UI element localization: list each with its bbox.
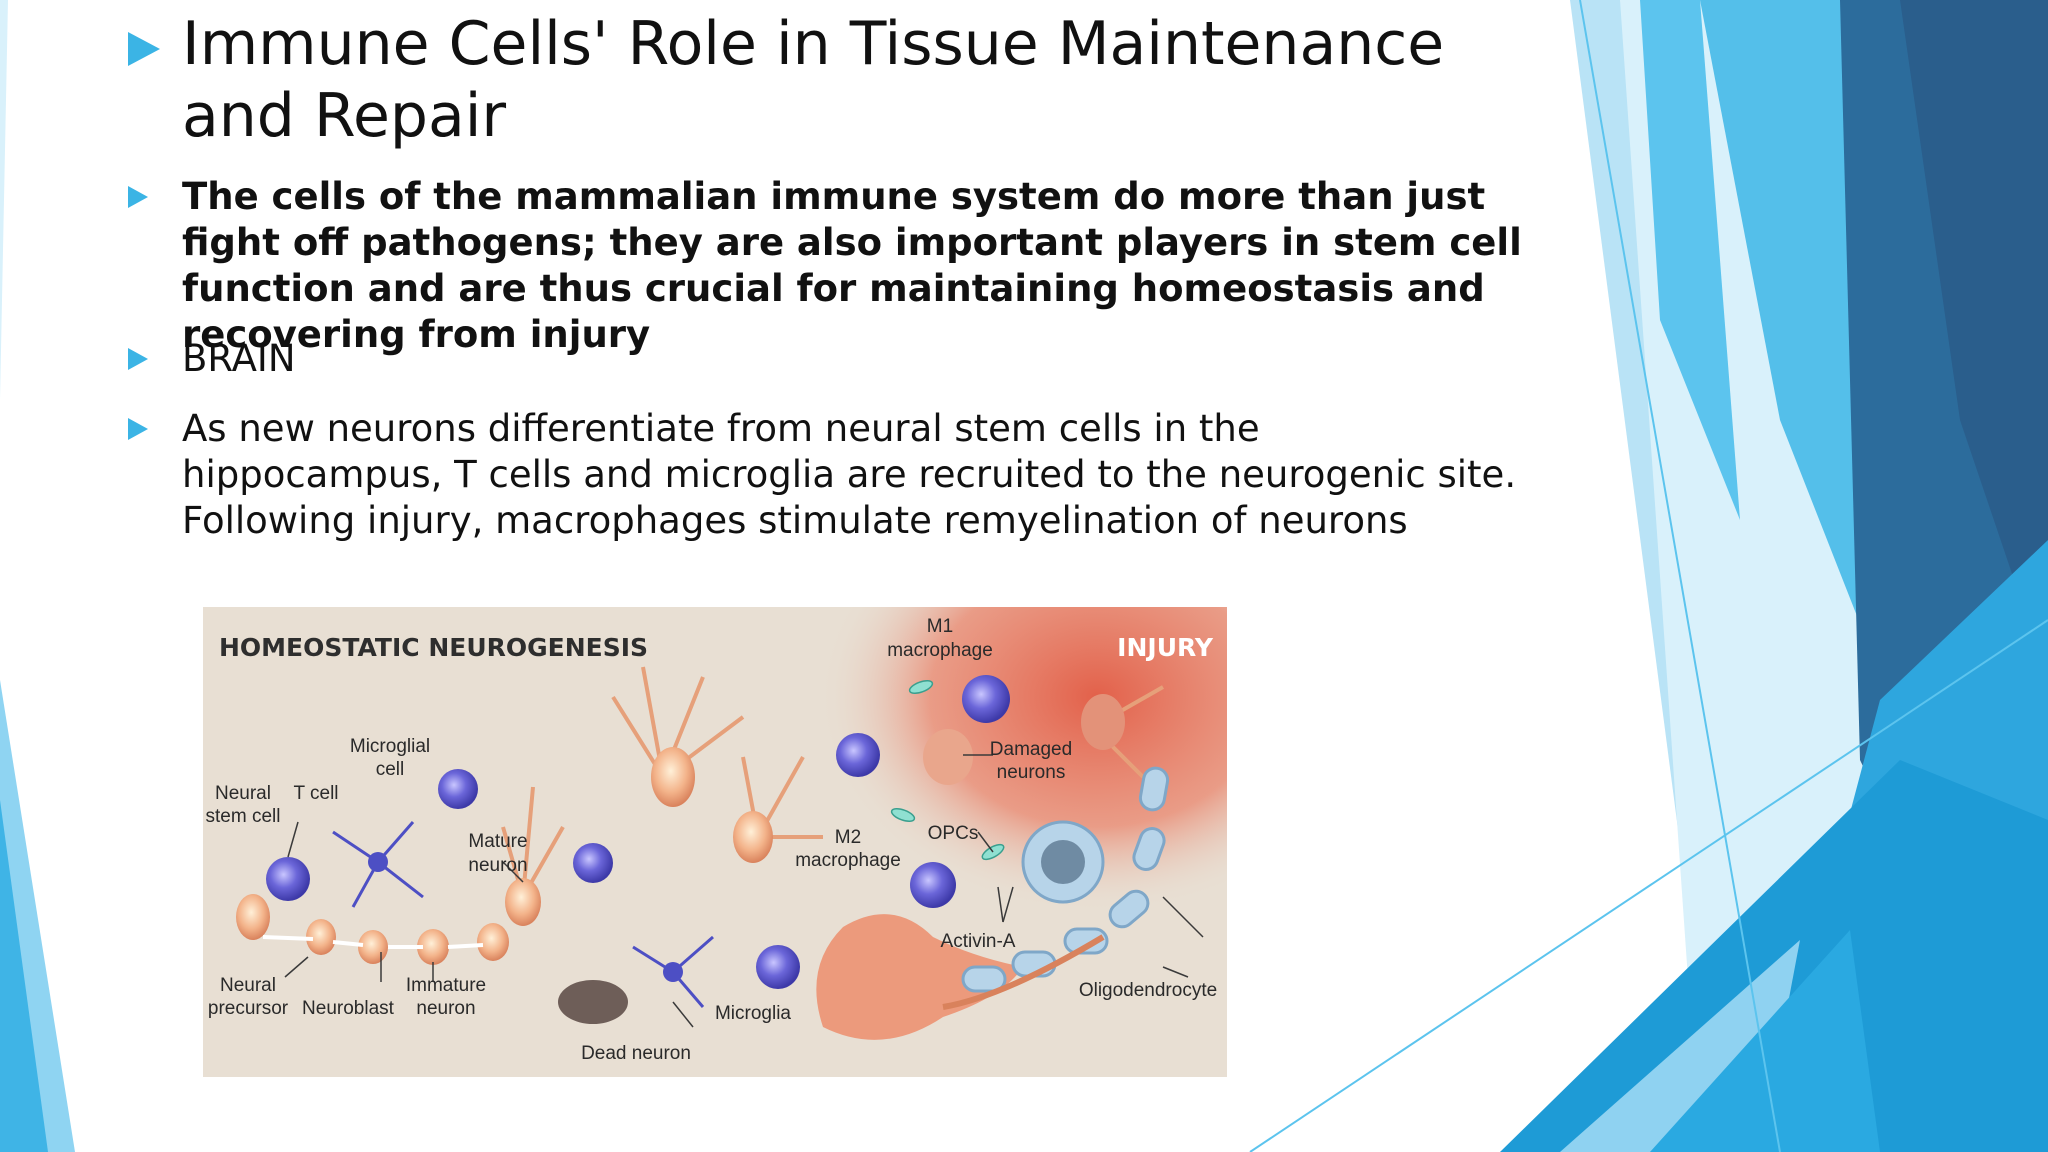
bullet-icon	[128, 186, 148, 208]
bullet-icon	[128, 418, 148, 440]
bullet-text-brain: BRAIN	[182, 337, 296, 380]
label-microglial-cell: cell	[376, 759, 405, 780]
dead-neuron-cell	[558, 980, 628, 1024]
label-m1-macrophage: macrophage	[887, 640, 993, 661]
label-neural-stem-cell: stem cell	[206, 806, 281, 827]
immune-cells	[266, 675, 1010, 989]
label-m2: M2	[835, 827, 861, 848]
label-oligodendrocyte: Oligodendrocyte	[1079, 980, 1217, 1001]
axon	[942, 934, 1105, 1010]
label-immature: Immature	[406, 975, 486, 996]
label-leaders	[284, 754, 1204, 1028]
label-damaged: Damaged	[990, 739, 1072, 760]
label-neural-precursor: Neural	[220, 975, 276, 996]
myelin-sheath	[961, 766, 1170, 993]
label-m2-macrophage: macrophage	[795, 850, 901, 871]
bullet-text-intro: The cells of the mammalian immune system…	[182, 175, 1522, 356]
label-neural-stem: Neural	[215, 783, 271, 804]
label-immature-neuron: neuron	[416, 998, 475, 1019]
figure-header-injury: INJURY	[1117, 633, 1214, 662]
label-opcs: OPCs	[928, 823, 979, 844]
label-microglia: Microglia	[715, 1003, 791, 1024]
label-microglial: Microglial	[350, 736, 430, 757]
label-neural-precursor-2: precursor	[208, 998, 289, 1019]
label-dead-neuron: Dead neuron	[581, 1043, 691, 1064]
microglial-cell-body	[368, 852, 388, 872]
label-mature: Mature	[468, 831, 527, 852]
m2-macrophage-cell	[816, 914, 1023, 1040]
title-bullet-icon	[128, 32, 160, 66]
opc-cells	[890, 680, 1005, 861]
mature-neuron-cell	[651, 747, 695, 807]
damaged-neuron-cell	[923, 729, 973, 785]
neurogenesis-figure: HOMEOSTATIC NEUROGENESIS INJURY M1 macro…	[203, 607, 1227, 1077]
slide-title: Immune Cells' Role in Tissue Maintenance…	[182, 9, 1445, 151]
neurogenesis-lineage	[236, 878, 541, 965]
bullet-icon	[128, 348, 148, 370]
label-m1: M1	[927, 616, 953, 637]
microglia-cell-body	[663, 962, 683, 982]
damaged-neuron-cell	[1081, 694, 1125, 750]
label-neuroblast: Neuroblast	[302, 998, 395, 1019]
mature-neuron-cell	[733, 811, 773, 863]
label-activin-a: Activin-A	[941, 931, 1016, 952]
label-damaged-neurons: neurons	[997, 762, 1066, 783]
figure-header-homeostatic: HOMEOSTATIC NEUROGENESIS	[219, 633, 648, 662]
label-mature-neuron: neuron	[468, 855, 527, 876]
label-t-cell: T cell	[293, 783, 338, 804]
bullet-text-neurons: As new neurons differentiate from neural…	[182, 407, 1517, 542]
oligodendrocyte-nucleus	[1041, 840, 1085, 884]
